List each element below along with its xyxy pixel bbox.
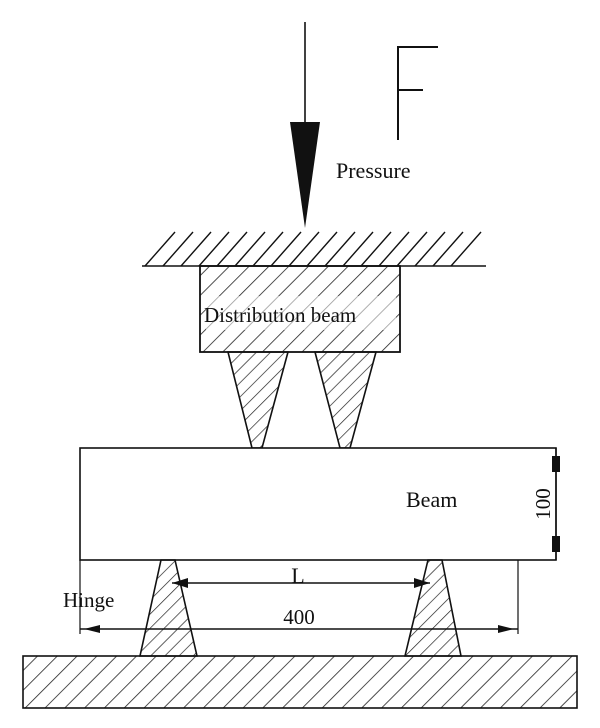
force-arrow bbox=[290, 22, 320, 228]
distribution-beam-label: Distribution beam bbox=[204, 303, 356, 327]
left-hinge-support bbox=[139, 559, 199, 657]
force-symbol bbox=[397, 46, 438, 140]
pressure-label: Pressure bbox=[336, 158, 411, 183]
height-dimension bbox=[552, 448, 560, 560]
ground-base bbox=[22, 655, 578, 709]
length-dimension bbox=[79, 560, 519, 634]
beam bbox=[79, 447, 557, 561]
length-label: 400 bbox=[283, 605, 315, 629]
height-label: 100 bbox=[531, 488, 555, 520]
right-loading-wedge bbox=[313, 351, 378, 449]
left-loading-wedge bbox=[226, 351, 290, 449]
span-label: L bbox=[291, 563, 304, 588]
loading-plate bbox=[142, 231, 486, 267]
span-dimension bbox=[172, 578, 430, 588]
right-hinge-support bbox=[403, 559, 462, 657]
beam-label: Beam bbox=[406, 487, 457, 512]
hinge-label: Hinge bbox=[63, 588, 114, 612]
